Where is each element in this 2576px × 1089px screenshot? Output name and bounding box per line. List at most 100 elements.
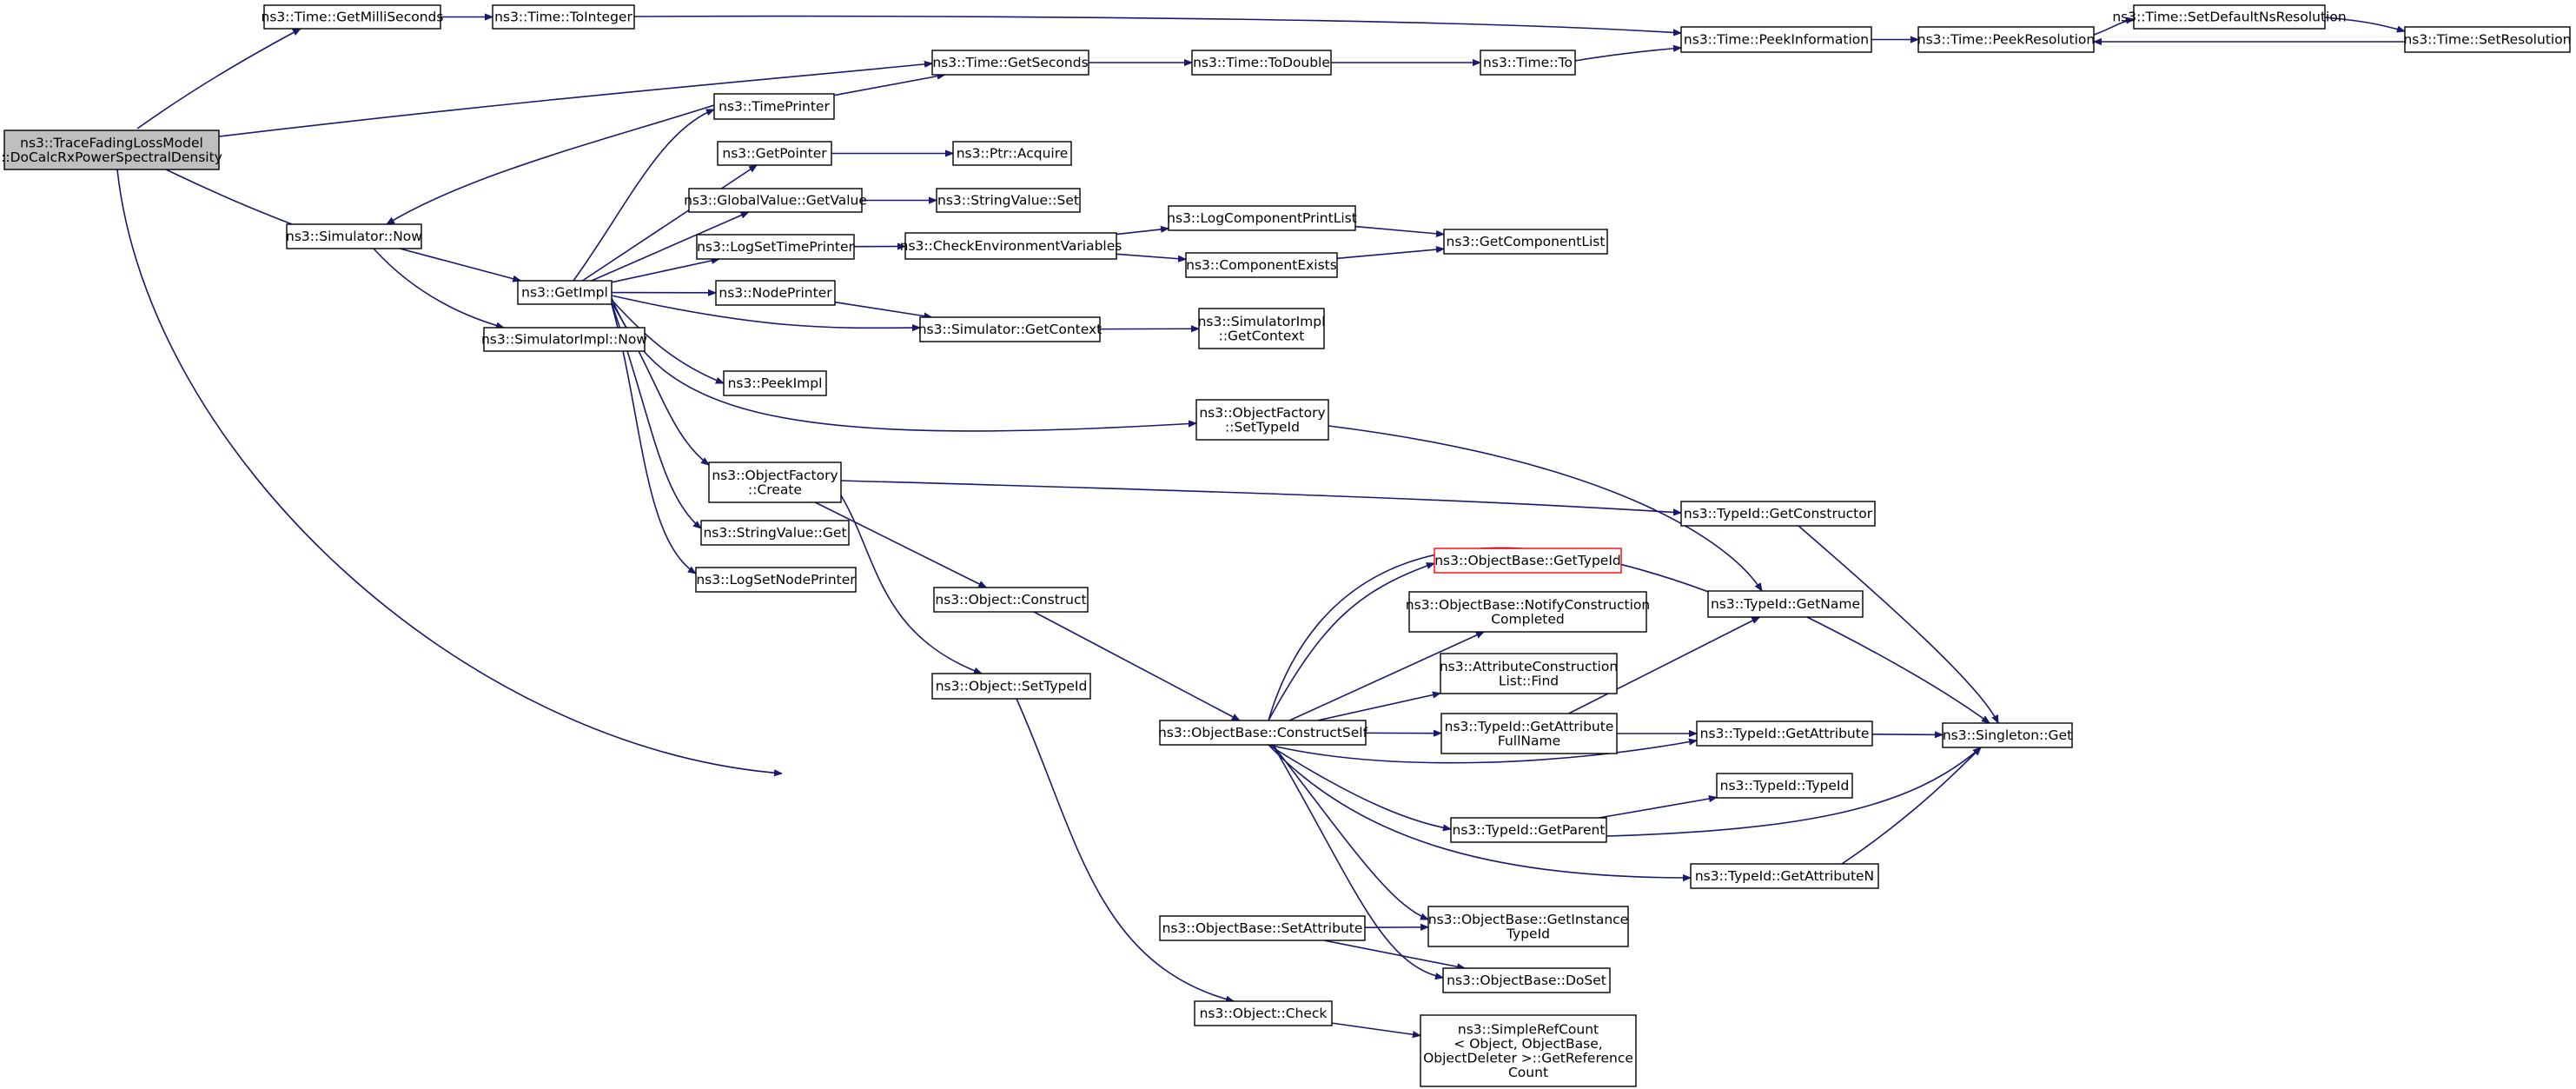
node-label: ns3::Object::Construct <box>935 592 1086 608</box>
edge-line <box>1288 631 1484 721</box>
node-box <box>1442 967 1611 993</box>
node-obdoset[interactable]: ns3::ObjectBase::DoSet <box>1442 967 1611 993</box>
node-obconstructself[interactable]: ns3::ObjectBase::ConstructSelf <box>1158 720 1368 746</box>
edge-line <box>1268 547 1729 721</box>
node-root[interactable]: ns3::TraceFadingLossModel::DoCalcRxPower… <box>1 129 222 170</box>
node-timeprinter[interactable]: ns3::TimePrinter <box>713 93 835 120</box>
node-svset[interactable]: ns3::StringValue::Set <box>936 188 1081 213</box>
node-label: ns3::Singleton::Get <box>1943 727 2072 743</box>
edge-line <box>1268 744 1691 878</box>
node-objsettypeid[interactable]: ns3::Object::SetTypeId <box>931 673 1091 700</box>
edge-peekres-to-setdefns <box>2093 19 2134 36</box>
node-todouble[interactable]: ns3::Time::ToDouble <box>1191 50 1332 76</box>
edge-line <box>1272 744 1428 920</box>
node-tidgetname[interactable]: ns3::TypeId::GetName <box>1707 590 1864 618</box>
node-tidgetattr[interactable]: ns3::TypeId::GetAttribute <box>1696 720 1873 747</box>
node-box <box>723 370 827 396</box>
edge-line <box>1336 249 1444 260</box>
node-label: ns3::TimePrinter <box>718 99 830 115</box>
node-simgetctx[interactable]: ns3::Simulator::GetContext <box>918 316 1103 342</box>
node-nodeprinter[interactable]: ns3::NodePrinter <box>715 280 836 306</box>
node-box <box>1194 1000 1333 1026</box>
node-label: ns3::LogSetNodePrinter <box>696 572 856 588</box>
node-objconstruct[interactable]: ns3::Object::Construct <box>933 587 1089 613</box>
node-timeto[interactable]: ns3::Time::To <box>1480 50 1576 76</box>
node-obgettypeid[interactable]: ns3::ObjectBase::GetTypeId <box>1434 548 1622 574</box>
node-obnotify[interactable]: ns3::ObjectBase::NotifyConstructionCompl… <box>1406 591 1650 633</box>
edge-line <box>1331 1022 1420 1035</box>
edge-line <box>165 169 306 230</box>
edge-timeto-to-peekinfo <box>1574 48 1681 62</box>
node-peekres[interactable]: ns3::Time::PeekResolution <box>1917 26 2095 53</box>
node-ofsettypeid[interactable]: ns3::ObjectFactory::SetTypeId <box>1195 399 1329 441</box>
node-label: ::DoCalcRxPowerSpectralDensity <box>1 149 222 165</box>
edge-obconstructself-to-acfind <box>1317 694 1441 721</box>
edge-obconstructself-to-tidgetparent <box>1268 744 1451 829</box>
node-label: ns3::ObjectBase::DoSet <box>1447 973 1606 988</box>
node-srcget[interactable]: ns3::SimpleRefCount< Object, ObjectBase,… <box>1420 1014 1637 1087</box>
node-label: ::Create <box>748 481 802 497</box>
edge-tidgetattrfull-to-tidgetname <box>1568 616 1760 714</box>
node-ofcreate[interactable]: ns3::ObjectFactory::Create <box>708 461 842 503</box>
node-box <box>715 280 836 306</box>
edge-getimpl-to-timeprinter <box>573 109 714 282</box>
node-gvgetvalue[interactable]: ns3::GlobalValue::GetValue <box>684 188 867 213</box>
node-getmilli[interactable]: ns3::Time::GetMilliSeconds <box>262 4 444 30</box>
edge-line <box>136 28 301 129</box>
node-box <box>931 50 1089 76</box>
node-peekinfo[interactable]: ns3::Time::PeekInformation <box>1680 26 1872 53</box>
node-simimplctx[interactable]: ns3::SimulatorImpl::GetContext <box>1198 308 1326 349</box>
node-getimpl[interactable]: ns3::GetImpl <box>517 280 613 305</box>
node-obsetattr[interactable]: ns3::ObjectBase::SetAttribute <box>1159 915 1366 941</box>
node-simimplnow[interactable]: ns3::SimulatorImpl::Now <box>481 327 647 352</box>
node-checkenv[interactable]: ns3::CheckEnvironmentVariables <box>900 232 1122 260</box>
edge-obconstructself-to-tidgetattr <box>1268 740 1697 764</box>
node-setres[interactable]: ns3::Time::SetResolution <box>2403 26 2572 53</box>
edge-line <box>833 75 945 96</box>
node-tidtypeid[interactable]: ns3::TypeId::TypeId <box>1716 773 1853 799</box>
node-simnow[interactable]: ns3::Simulator::Now <box>286 223 422 249</box>
node-singletonget[interactable]: ns3::Singleton::Get <box>1942 722 2073 748</box>
node-tidgetctor[interactable]: ns3::TypeId::GetConstructor <box>1680 501 1876 527</box>
node-getseconds[interactable]: ns3::Time::GetSeconds <box>931 50 1089 76</box>
node-label: ns3::TypeId::GetName <box>1711 596 1860 612</box>
edge-getimpl-to-simgetctx <box>611 295 920 328</box>
node-svget[interactable]: ns3::StringValue::Get <box>700 520 850 546</box>
edge-timeprinter-to-getseconds <box>833 75 945 96</box>
edge-line <box>2093 19 2134 36</box>
node-label: ns3::Object::SetTypeId <box>936 679 1088 694</box>
node-box <box>688 188 863 213</box>
edge-line <box>1268 744 1451 829</box>
node-box <box>517 280 613 305</box>
node-box <box>286 223 422 249</box>
node-objcheck[interactable]: ns3::Object::Check <box>1194 1000 1333 1026</box>
edge-line <box>1272 744 1443 978</box>
node-getcomplist[interactable]: ns3::GetComponentList <box>1443 229 1608 255</box>
node-peekimpl[interactable]: ns3::PeekImpl <box>723 370 827 396</box>
node-getpointer[interactable]: ns3::GetPointer <box>717 141 832 166</box>
node-logsettime[interactable]: ns3::LogSetTimePrinter <box>696 234 855 260</box>
node-label: ns3::NodePrinter <box>718 285 832 301</box>
node-tidgetparent[interactable]: ns3::TypeId::GetParent <box>1450 817 1607 843</box>
edge-simnow-to-getimpl <box>399 248 520 281</box>
node-logsetnode[interactable]: ns3::LogSetNodePrinter <box>695 567 857 593</box>
node-tidgetattrn[interactable]: ns3::TypeId::GetAttributeN <box>1690 863 1879 889</box>
node-compexists[interactable]: ns3::ComponentExists <box>1185 252 1338 278</box>
node-setdefns[interactable]: ns3::Time::SetDefaultNsResolution <box>2112 4 2347 30</box>
edge-timeprinter-to-simnow <box>387 104 715 225</box>
node-ptracquire[interactable]: ns3::Ptr::Acquire <box>952 141 1072 166</box>
edge-tidgetctor-to-singletonget <box>1798 525 1999 723</box>
node-box <box>1198 308 1325 349</box>
node-label: ns3::Simulator::Now <box>286 229 422 244</box>
node-logcomplist[interactable]: ns3::LogComponentPrintList <box>1167 205 1357 231</box>
node-box <box>931 673 1091 700</box>
node-box <box>708 461 842 503</box>
node-tointeger[interactable]: ns3::Time::ToInteger <box>492 4 635 30</box>
node-label: ObjectDeleter >::GetReference <box>1423 1050 1633 1066</box>
edge-root-to-getmilli <box>136 28 301 129</box>
edge-line <box>834 301 932 317</box>
node-label: ns3::TypeId::GetAttribute <box>1700 726 1870 741</box>
